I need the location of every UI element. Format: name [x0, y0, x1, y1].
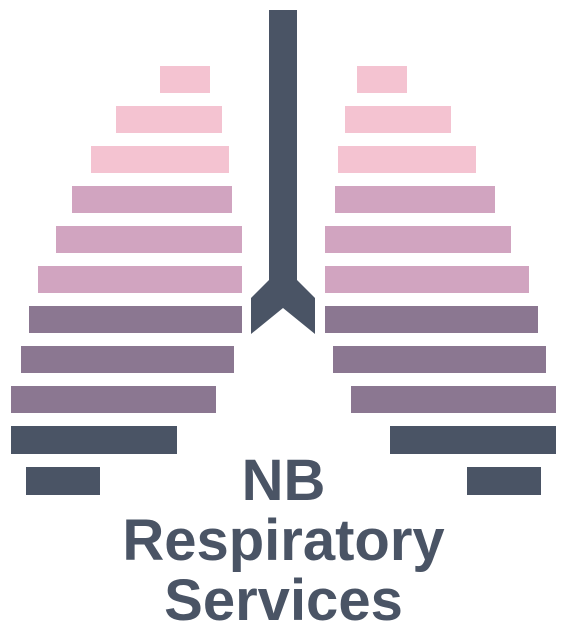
- brand-name-line-2: Respiratory: [122, 508, 445, 573]
- brand-name-line-3: Services: [164, 568, 403, 633]
- left-lung: [11, 66, 242, 495]
- right-lung: [325, 66, 556, 495]
- trachea-bar: [269, 10, 297, 300]
- bronchi-fork: [251, 280, 315, 334]
- brand-name-line-1: NB: [241, 448, 326, 513]
